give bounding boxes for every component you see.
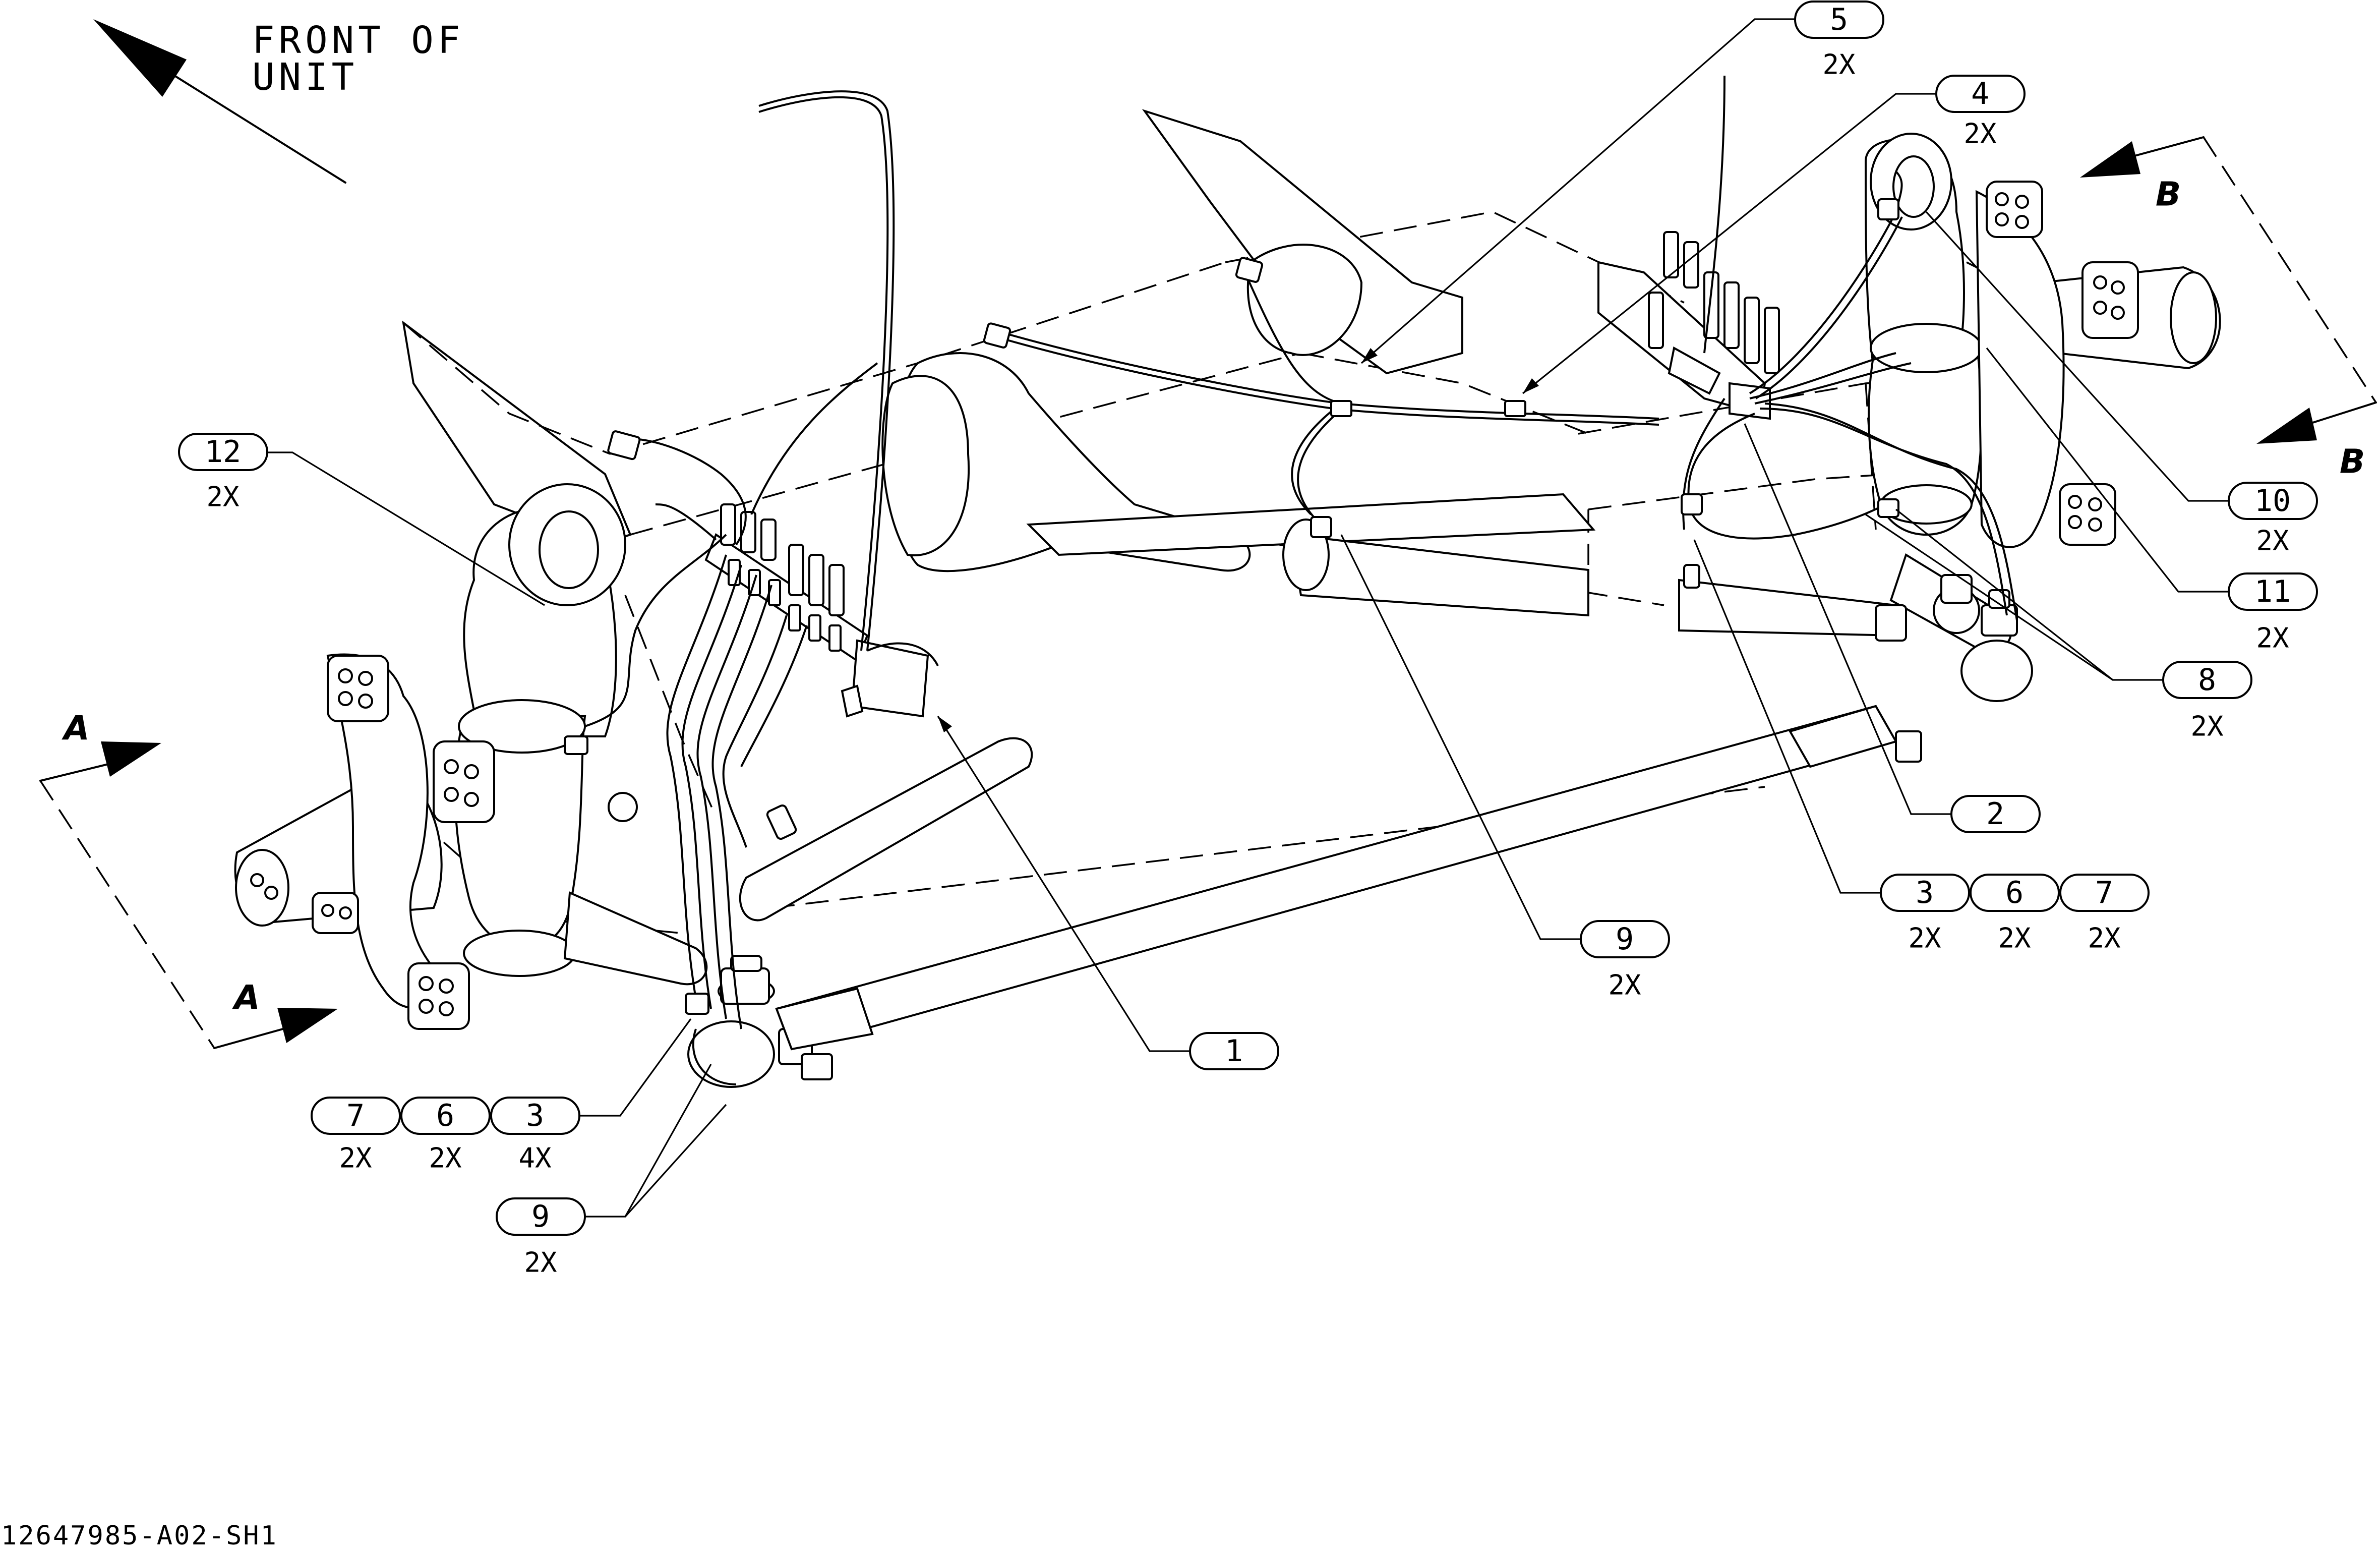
callout-leaders	[182, 18, 2229, 1218]
callout-number: 1	[1225, 1033, 1243, 1069]
callout-qty: 2X	[524, 1247, 557, 1279]
callout-number: 3	[526, 1098, 544, 1133]
section-a-marker: A A	[39, 709, 338, 1049]
callout-11: 11 2X	[2228, 572, 2318, 654]
callout-3-right: 3 2X	[1880, 874, 1970, 954]
right-manifold-fittings	[1648, 231, 1780, 374]
callout-12: 12 2X	[178, 433, 268, 513]
callout-number: 2	[1986, 796, 2004, 832]
front-title-line2: UNIT	[252, 55, 358, 99]
section-b-top-arrow-icon	[2080, 141, 2140, 178]
section-b-marker: B B	[2080, 136, 2377, 481]
callout-qty: 2X	[429, 1142, 462, 1174]
section-a-top-label: A	[61, 709, 89, 748]
front-title-line1: FRONT OF	[252, 19, 464, 62]
callout-qty: 2X	[206, 481, 240, 513]
callout-1: 1	[1189, 1032, 1279, 1070]
callout-5: 5 2X	[1794, 1, 1884, 81]
callout-number: 12	[205, 434, 241, 470]
section-b-top-label: B	[2156, 175, 2181, 214]
section-a-top-arrow-icon	[101, 741, 161, 777]
callout-number: 5	[1830, 2, 1848, 37]
left-lube-manifold	[704, 503, 929, 718]
callout-7-left: 7 2X	[311, 1097, 401, 1174]
left-manifold-fittings	[720, 503, 845, 652]
differential-housing	[881, 109, 1596, 572]
callout-number: 4	[1971, 76, 1989, 111]
left-flange-bolt-pads	[312, 655, 495, 1030]
axle-beam-left	[739, 737, 1033, 922]
callout-balloons: 5 2X 4 2X 12 2X 10 2X 11 2X 8 2X	[178, 1, 2318, 1279]
callout-qty: 2X	[1908, 923, 1941, 954]
callout-qty: 2X	[339, 1142, 372, 1174]
callout-qty: 2X	[1998, 923, 2031, 954]
callout-qty: 2X	[1822, 49, 1856, 81]
callout-9-left: 9 2X	[496, 1197, 586, 1279]
callout-6-right: 6 2X	[1970, 874, 2060, 954]
section-b-bottom-label: B	[2340, 442, 2365, 481]
callout-number: 11	[2254, 574, 2291, 609]
section-a-bottom-label: A	[231, 979, 260, 1017]
callout-qty: 2X	[2190, 711, 2224, 742]
callout-qty: 2X	[2256, 622, 2289, 654]
section-b-bottom-arrow-icon	[2256, 408, 2317, 444]
callout-7-right: 7 2X	[2059, 874, 2150, 954]
callout-number: 3	[1916, 875, 1934, 910]
right-steering-cylinder	[1282, 519, 2033, 702]
callout-10: 10 2X	[2228, 482, 2318, 557]
callout-number: 8	[2198, 662, 2216, 698]
callout-number: 6	[436, 1098, 454, 1133]
right-steering-knuckle	[1864, 133, 2221, 653]
grease-fittings	[564, 198, 1899, 1015]
right-flange-bolt-pads	[1986, 181, 2139, 546]
callout-9-right: 9 2X	[1580, 920, 1670, 1001]
tie-rod-tube	[775, 705, 1922, 1051]
callout-4: 4 2X	[1935, 75, 2026, 150]
callout-number: 7	[2095, 875, 2113, 910]
callout-qty: 2X	[1608, 969, 1641, 1001]
callout-number: 7	[346, 1098, 365, 1133]
section-a-bottom-arrow-icon	[277, 1008, 338, 1043]
callout-qty: 2X	[2088, 923, 2121, 954]
front-arrow-icon	[93, 19, 187, 97]
callout-qty: 2X	[2256, 525, 2289, 557]
callout-qty: 2X	[1964, 118, 1997, 150]
callout-number: 6	[2005, 875, 2024, 910]
left-steering-knuckle	[234, 320, 708, 1030]
callout-3-left: 3 4X	[490, 1097, 580, 1174]
drawing-number: 12647985-A02-SH1	[1, 1521, 278, 1551]
callout-number: 9	[531, 1199, 550, 1234]
callout-number: 9	[1616, 922, 1634, 957]
callout-6-left: 6 2X	[400, 1097, 491, 1174]
callout-2: 2	[1950, 795, 2041, 833]
callout-8: 8 2X	[2162, 661, 2252, 742]
callout-number: 10	[2254, 483, 2291, 519]
front-of-unit-indicator: FRONT OF UNIT	[93, 19, 464, 184]
callout-qty: 4X	[518, 1142, 552, 1174]
